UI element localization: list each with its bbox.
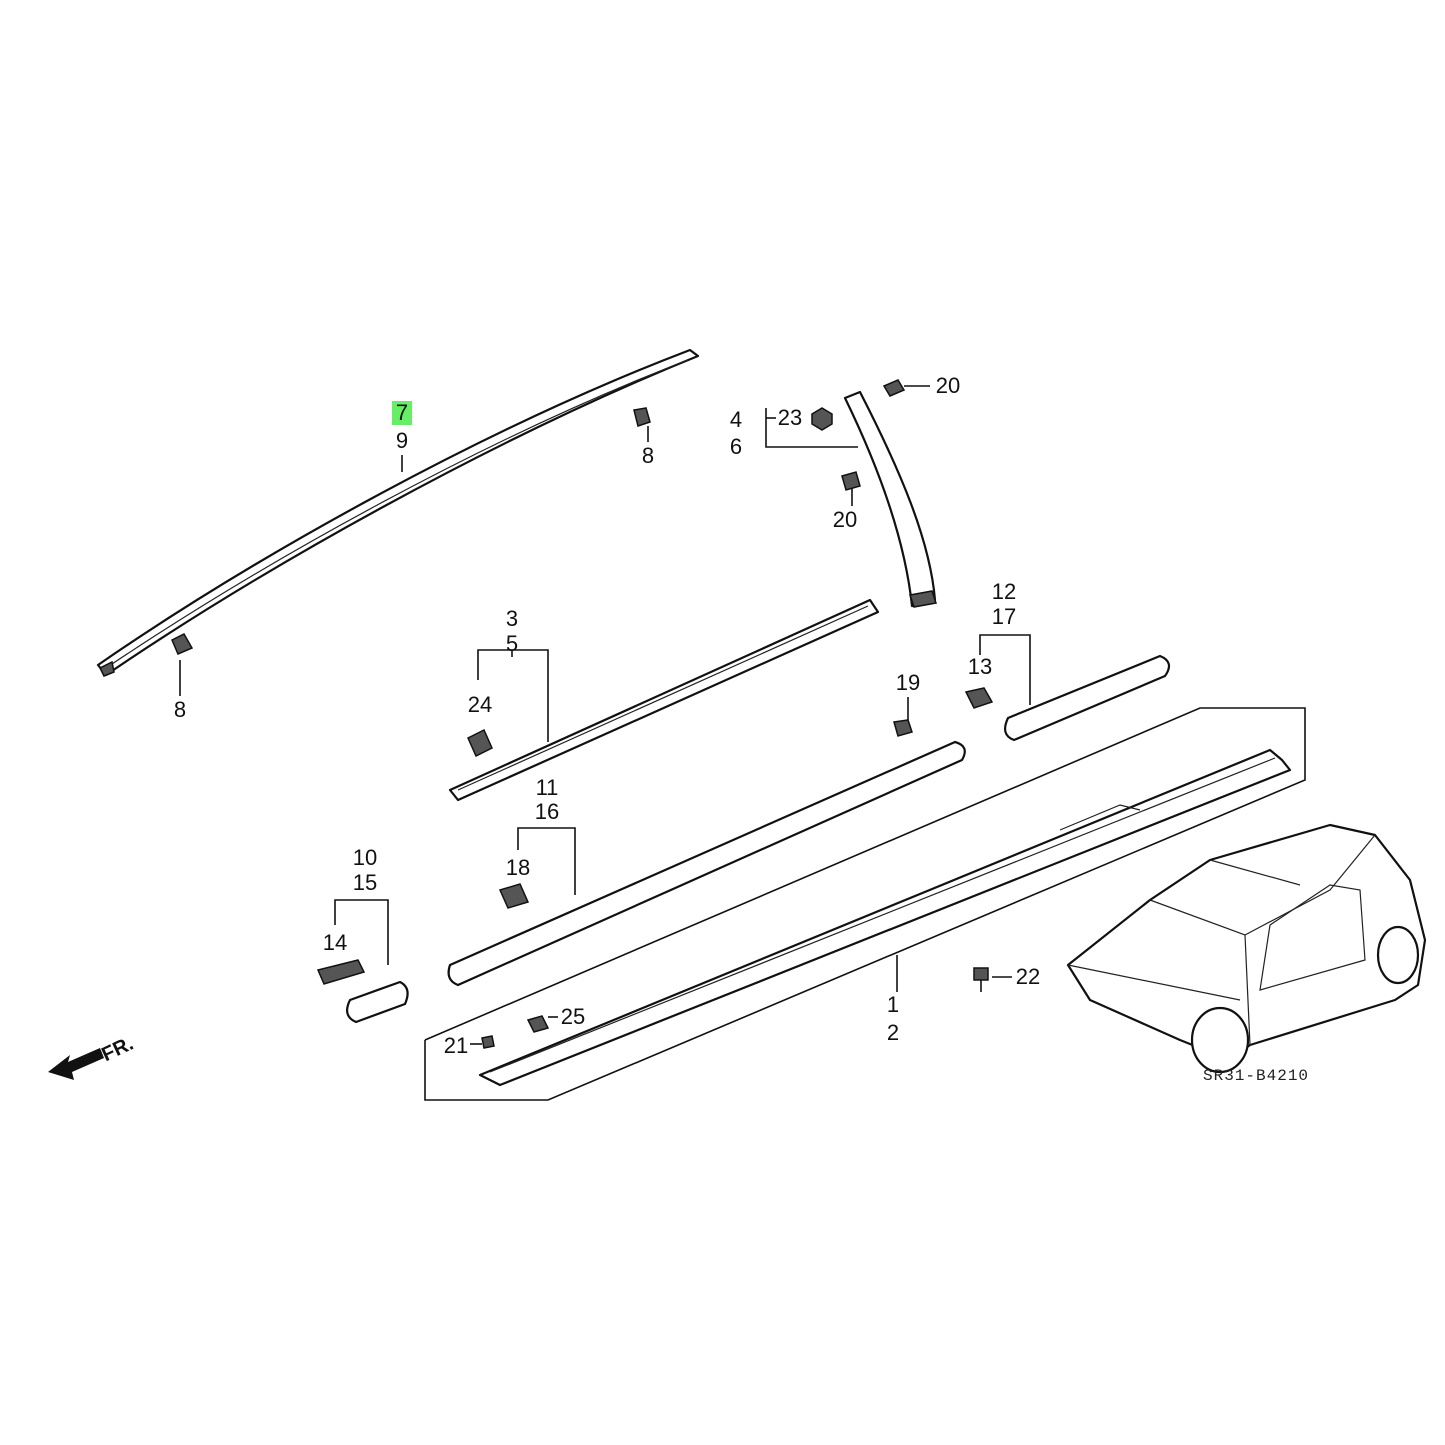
screw-20-lower bbox=[841, 471, 861, 506]
clip-21 bbox=[481, 1035, 495, 1049]
label-20-upper[interactable]: 20 bbox=[936, 373, 960, 398]
label-10[interactable]: 10 bbox=[353, 845, 377, 870]
direction-label: FR. bbox=[98, 1033, 136, 1067]
fender-molding bbox=[345, 980, 409, 1024]
label-7[interactable]: 7 bbox=[396, 400, 408, 425]
diagram-code: SR31-B4210 bbox=[1203, 1067, 1309, 1085]
label-2[interactable]: 2 bbox=[887, 1020, 899, 1045]
clip-13 bbox=[964, 687, 994, 709]
door-sash-molding bbox=[448, 598, 880, 802]
front-direction-arrow: FR. bbox=[48, 1033, 137, 1080]
rear-side-molding bbox=[1003, 654, 1171, 742]
label-13[interactable]: 13 bbox=[968, 654, 992, 679]
highlight-marker bbox=[392, 401, 412, 425]
label-8-lower[interactable]: 8 bbox=[174, 697, 186, 722]
label-20-lower[interactable]: 20 bbox=[833, 507, 857, 532]
door-side-molding bbox=[447, 740, 966, 987]
clip-19 bbox=[893, 719, 913, 737]
clip-8-upper bbox=[633, 407, 651, 427]
label-24[interactable]: 24 bbox=[468, 692, 492, 717]
screw-20-upper bbox=[882, 379, 930, 397]
label-1[interactable]: 1 bbox=[887, 992, 899, 1017]
clip-14 bbox=[316, 959, 366, 985]
label-14[interactable]: 14 bbox=[323, 930, 347, 955]
label-18[interactable]: 18 bbox=[506, 855, 530, 880]
label-16[interactable]: 16 bbox=[535, 799, 559, 824]
screw-22 bbox=[973, 967, 989, 992]
group-outline bbox=[424, 707, 1306, 1101]
label-11[interactable]: 11 bbox=[536, 775, 559, 800]
label-6[interactable]: 6 bbox=[730, 434, 742, 459]
leader-lines bbox=[179, 408, 1031, 1045]
clip-8-lower bbox=[171, 633, 194, 655]
label-5[interactable]: 5 bbox=[506, 631, 518, 656]
label-9[interactable]: 9 bbox=[396, 428, 408, 453]
label-22[interactable]: 22 bbox=[1016, 964, 1040, 989]
label-8-upper[interactable]: 8 bbox=[642, 443, 654, 468]
nut-23 bbox=[811, 407, 833, 431]
label-17[interactable]: 17 bbox=[992, 604, 1016, 629]
label-3[interactable]: 3 bbox=[506, 606, 518, 631]
side-sill-garnish bbox=[478, 748, 1292, 1087]
clip-25 bbox=[526, 1015, 550, 1033]
pillar-molding bbox=[843, 390, 937, 608]
part-labels: 7 9 8 8 20 4 23 6 20 3 5 24 12 17 13 19 … bbox=[174, 373, 1040, 1058]
label-15[interactable]: 15 bbox=[353, 870, 377, 895]
roof-molding bbox=[96, 348, 700, 677]
label-19[interactable]: 19 bbox=[896, 670, 920, 695]
label-25[interactable]: 25 bbox=[561, 1004, 585, 1029]
clip-18 bbox=[498, 883, 530, 909]
car-illustration bbox=[1066, 823, 1427, 1074]
label-12[interactable]: 12 bbox=[992, 579, 1016, 604]
clip-24 bbox=[467, 728, 493, 758]
label-21[interactable]: 21 bbox=[444, 1033, 468, 1058]
label-4[interactable]: 4 bbox=[730, 407, 742, 432]
label-23[interactable]: 23 bbox=[778, 405, 802, 430]
